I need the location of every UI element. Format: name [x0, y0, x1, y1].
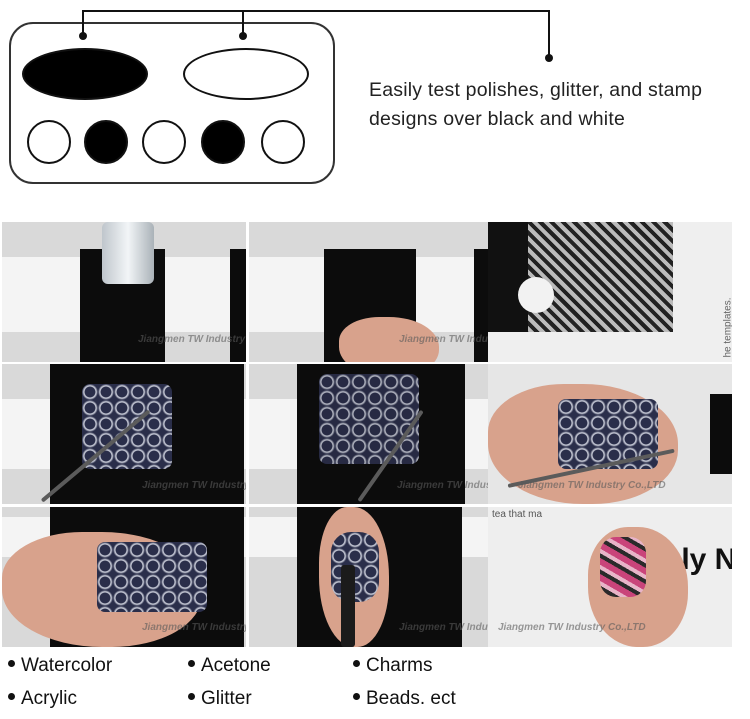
caption-line-1: Easily test polishes, glitter, and stamp [369, 79, 703, 101]
white-circle-swatch-2 [142, 120, 186, 164]
caption-text: Easily test polishes, glitter, and stamp… [369, 76, 739, 134]
white-circle-swatch-3 [261, 120, 305, 164]
photo-topcoat-nail: Jiangmen TW Industry Co.,LTD [249, 507, 493, 647]
photo-stamp-transfer: Jiangmen TW Industry Co.,LTD [2, 364, 246, 504]
caption-line-2: designs over black and white [369, 108, 625, 130]
feature-item: Watercolor [8, 655, 112, 677]
connector-dot-right [545, 54, 553, 62]
photo-scrape-polish: Jiangmen TW Industry Co.,LTD [249, 222, 493, 362]
white-oval-swatch [183, 48, 309, 100]
feature-item: Glitter [188, 688, 252, 710]
photo-top-text: tea that ma [492, 509, 543, 520]
watermark: Jiangmen TW Industry Co.,LTD [399, 334, 493, 345]
black-circle-swatch-1 [84, 120, 128, 164]
photo-decal-on-finger: Jiangmen TW Industry Co.,LTD [488, 364, 732, 504]
connector-dot-middle [239, 32, 247, 40]
photo-apply-decal-to-nail: Jiangmen TW Industry Co.,LTD [2, 507, 246, 647]
feature-item: Beads. ect [353, 688, 456, 710]
photo-apply-polish: Jiangmen TW Industry Co.,LTD [2, 222, 246, 362]
watermark: Jiangmen TW Industry Co.,LTD [518, 480, 666, 491]
feature-item: Charms [353, 655, 433, 677]
connector-line-right [548, 10, 550, 56]
photo-stamping-plate: he templates. [488, 222, 732, 362]
watermark: Jiangmen TW Industry Co.,LTD [399, 622, 493, 633]
photo-side-text: he templates. [722, 297, 732, 358]
black-circle-swatch-2 [201, 120, 245, 164]
connector-dot-left [79, 32, 87, 40]
white-circle-swatch-1 [27, 120, 71, 164]
feature-item: Acetone [188, 655, 271, 677]
black-oval-swatch [22, 48, 148, 100]
photo-decorated-nail-charms: tea that ma ply Ne Jiangmen TW Industry … [488, 507, 732, 647]
watermark: Jiangmen TW Industry Co.,LTD [138, 334, 246, 345]
nail-art-palette-diagram [9, 22, 335, 184]
connector-line-horizontal [82, 10, 549, 12]
feature-item: Acrylic [8, 688, 77, 710]
watermark: Jiangmen TW Industry Co.,LTD [142, 480, 246, 491]
photo-lift-stamp: Jiangmen TW Industry Co.,LTD [249, 364, 493, 504]
connector-line-left [82, 10, 84, 36]
watermark: Jiangmen TW Industry Co.,LTD [498, 622, 646, 633]
watermark: Jiangmen TW Industry Co.,LTD [142, 622, 246, 633]
watermark: Jiangmen TW Industry Co.,LTD [397, 480, 493, 491]
connector-line-middle [242, 10, 244, 36]
